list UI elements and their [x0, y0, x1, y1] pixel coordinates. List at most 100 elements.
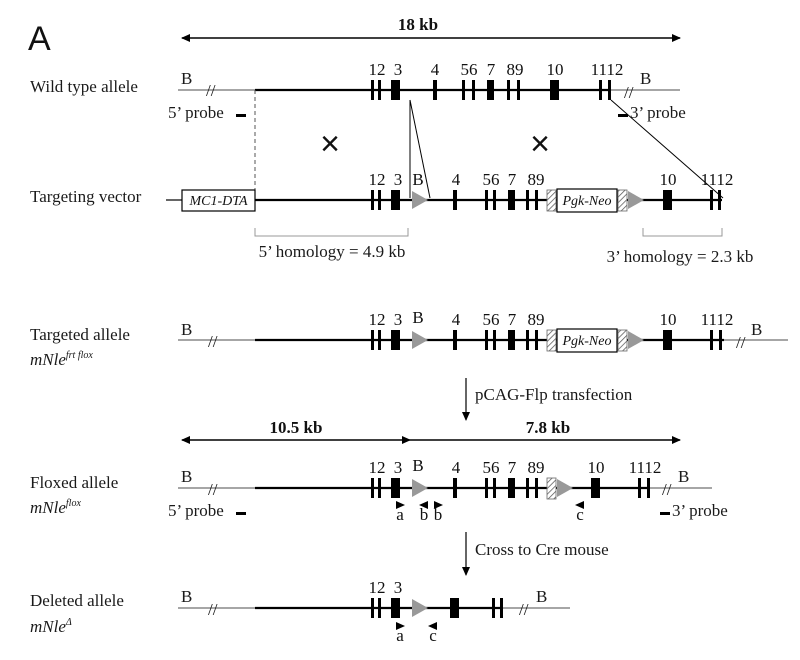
del-exon-label-12: 12 [369, 578, 386, 597]
ta-pgk-neo-cassette [556, 328, 618, 353]
targeted-allele-label: Targeted allele [30, 325, 130, 344]
tv-exon-label-89: 89 [528, 170, 545, 189]
fl-5-probe-mark [236, 512, 246, 515]
tv-exon-8 [526, 190, 529, 210]
wt-5-probe-label: 5’ probe [168, 103, 224, 122]
tv-frt-1 [546, 189, 557, 212]
del-exon-12 [500, 598, 503, 618]
wt-exon-7 [487, 80, 494, 100]
del-exon-1 [371, 598, 374, 618]
wild-type-label: Wild type allele [30, 77, 138, 96]
fl-exon-4 [453, 478, 457, 498]
fl-3-probe-mark [660, 512, 670, 515]
tv-exon-5 [485, 190, 488, 210]
fl-exon-label-4: 4 [452, 458, 461, 477]
homology-3-bracket [642, 228, 723, 237]
del-exon-11 [492, 598, 495, 618]
ta-exon-3 [391, 330, 400, 350]
ta-loxp-1 [412, 331, 428, 349]
ta-exon-10 [663, 330, 672, 350]
ta-pgk-neo-label: Pgk-Neo [562, 334, 612, 349]
del-break-right: // [519, 600, 529, 619]
wt-exon-12 [608, 80, 611, 100]
wt-site-b-right: B [640, 69, 651, 88]
wt-exon-10 [550, 80, 559, 100]
fl-exon-3 [391, 478, 400, 498]
wt-exon-label-10: 10 [547, 60, 564, 79]
targeting-vector-label: Targeting vector [30, 187, 142, 206]
tv-exon-2 [378, 190, 381, 210]
tv-exon-9 [535, 190, 538, 210]
scale-label-7-8kb: 7.8 kb [526, 418, 570, 437]
wt-5-probe-mark [236, 114, 246, 117]
ta-frt-2 [617, 329, 628, 352]
crossover-x-right: × [530, 125, 550, 163]
ta-exon-9 [535, 330, 538, 350]
ta-exon-4 [453, 330, 457, 350]
del-site-b-left: B [181, 587, 192, 606]
tv-pgk-neo-label: Pgk-Neo [562, 194, 612, 209]
crossover-x-left: × [320, 125, 340, 163]
fl-exon-1 [371, 478, 374, 498]
fl-primer-b-label-rev: b [420, 505, 429, 524]
deleted-allele-name: mNleΔ [30, 617, 72, 636]
wt-exon-label-56: 56 [461, 60, 478, 79]
wt-exon-6 [472, 80, 475, 100]
wt-exon-label-12: 12 [369, 60, 386, 79]
ta-exon-2 [378, 330, 381, 350]
scale-label-18kb: 18 kb [398, 15, 438, 34]
ta-exon-8 [526, 330, 529, 350]
del-exon-3 [391, 598, 400, 618]
scale-label-10-5kb: 10.5 kb [270, 418, 323, 437]
flp-step-label: pCAG-Flp transfection [475, 385, 633, 404]
wt-exon-11 [599, 80, 602, 100]
wt-break-right: // [624, 83, 634, 102]
del-primer-c-label: c [429, 626, 437, 645]
fl-5-probe-label: 5’ probe [168, 501, 224, 520]
ta-break-right: // [736, 333, 746, 352]
fl-3-probe-label: 3’ probe [672, 501, 728, 520]
fl-exon-label-12: 12 [369, 458, 386, 477]
tv-exon-label-4: 4 [452, 170, 461, 189]
homology-5-label: 5’ homology = 4.9 kb [259, 242, 406, 261]
tv-exon-1 [371, 190, 374, 210]
crossover-line-left-b [409, 99, 431, 199]
wt-exon-label-1112: 1112 [591, 60, 624, 79]
wt-exon-1 [371, 80, 374, 100]
del-loxp [412, 599, 428, 617]
fl-exon-label-89: 89 [528, 458, 545, 477]
fl-exon-9 [535, 478, 538, 498]
mc1-dta-cassette [181, 189, 256, 212]
fl-exon-10 [591, 478, 600, 498]
wt-exon-label-7: 7 [487, 60, 496, 79]
targeting-vector: Targeting vector MC1-DTA Pgk-Neo 12 3 B … [30, 170, 753, 266]
targeted-allele: Targeted allele mNlefrt flox B // // B P… [30, 308, 788, 369]
tv-exon-label-1112: 1112 [701, 170, 734, 189]
fl-frt [546, 477, 557, 500]
del-exon-10 [450, 598, 459, 618]
floxed-allele-label: Floxed allele [30, 473, 118, 492]
mc1-dta-label: MC1-DTA [188, 194, 248, 209]
fl-exon-6 [493, 478, 496, 498]
homology-3-label: 3’ homology = 2.3 kb [607, 247, 754, 266]
wt-exon-2 [378, 80, 381, 100]
wt-exon-5 [462, 80, 465, 100]
ta-exon-12 [719, 330, 722, 350]
ta-exon-label-7: 7 [508, 310, 517, 329]
ta-exon-6 [493, 330, 496, 350]
ta-exon-label-12: 12 [369, 310, 386, 329]
deleted-allele: Deleted allele mNleΔ B // // B 12 3 a c [30, 578, 570, 645]
del-site-b-right: B [536, 587, 547, 606]
del-exon-label-3: 3 [394, 578, 403, 597]
ta-site-b-right: B [751, 320, 762, 339]
ta-exon-label-56: 56 [483, 310, 500, 329]
fl-exon-5 [485, 478, 488, 498]
fl-exon-label-10: 10 [588, 458, 605, 477]
wt-3-probe-label: 3’ probe [630, 103, 686, 122]
ta-exon-7 [508, 330, 515, 350]
fl-break-right: // [662, 480, 672, 499]
floxed-allele: Floxed allele mNleflox B // // B 12 3 B … [30, 456, 728, 524]
ta-exon-5 [485, 330, 488, 350]
fl-exon-12 [647, 478, 650, 498]
